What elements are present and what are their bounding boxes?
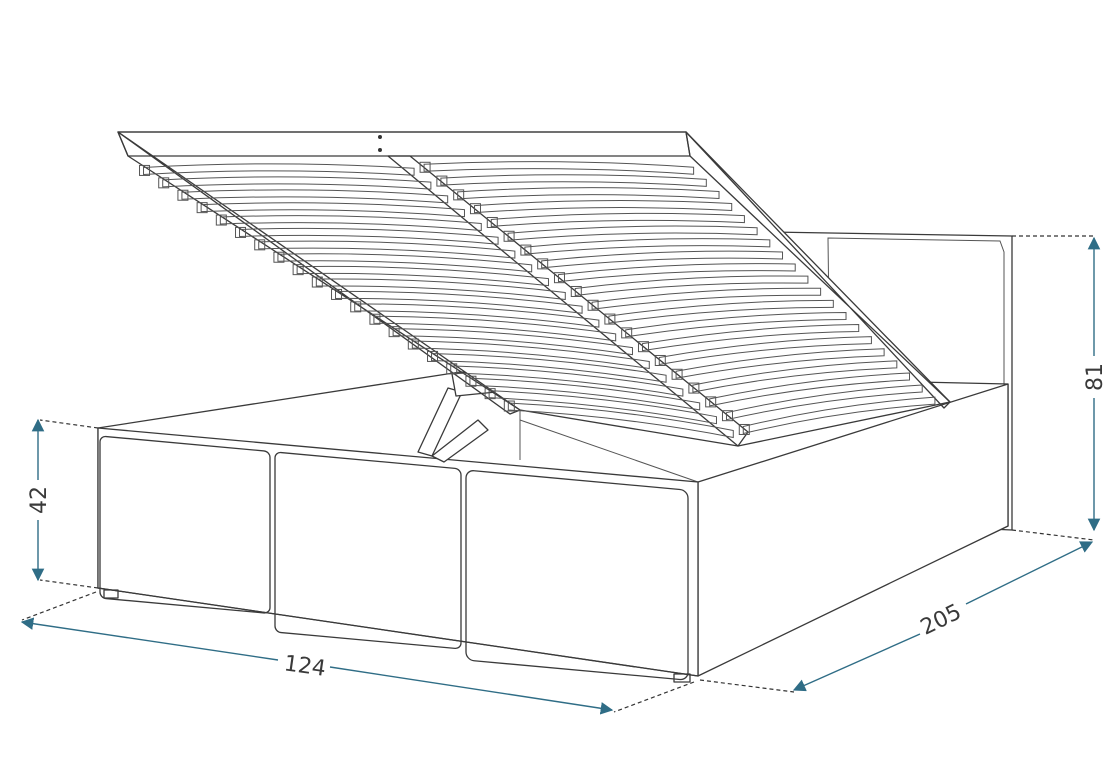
slat-holder-right-6 <box>503 230 515 242</box>
slat-holder-left-15 <box>407 338 419 350</box>
slat-holder-right-9 <box>553 272 565 284</box>
slat-holder-right-5 <box>486 216 498 228</box>
slat-holder-right-1 <box>419 161 431 173</box>
slat-right-10 <box>574 275 809 297</box>
slat-holder-left-2 <box>158 177 170 189</box>
slat-left-11 <box>335 290 583 314</box>
slat-holder-right-12 <box>604 313 616 325</box>
width-label: 124 <box>282 651 327 682</box>
slat-holder-left-13 <box>369 313 381 325</box>
slat-left-8 <box>277 253 533 273</box>
slat-left-17 <box>450 365 684 397</box>
slat-left-13 <box>373 315 617 342</box>
slat-left-7 <box>258 240 516 259</box>
slat-left-2 <box>162 176 432 190</box>
slat-left-5 <box>219 215 482 232</box>
slat-holder-right-19 <box>721 410 733 422</box>
slat-holder-left-18 <box>465 375 477 387</box>
slat-left-9 <box>296 265 549 287</box>
slat-holder-left-11 <box>331 288 343 300</box>
slatted-frame <box>117 131 951 447</box>
dimension-width: 124 <box>20 617 614 715</box>
slat-right-12 <box>608 299 834 324</box>
slat-holder-left-20 <box>503 400 515 412</box>
slat-holder-right-14 <box>637 341 649 353</box>
slat-holder-left-19 <box>484 388 496 400</box>
dimension-bed-height: 42 <box>27 418 52 582</box>
slat-holder-right-3 <box>453 189 465 201</box>
slat-right-9 <box>557 263 796 283</box>
slat-left-6 <box>239 227 499 245</box>
slat-holder-left-12 <box>350 301 362 313</box>
slat-holder-right-8 <box>537 258 549 270</box>
slat-left-18 <box>469 377 701 411</box>
slat-left-16 <box>431 352 667 383</box>
slat-left-3 <box>181 189 449 204</box>
slat-right-11 <box>591 287 822 310</box>
slat-right-18 <box>709 372 911 407</box>
slat-right-13 <box>625 311 847 338</box>
slat-left-12 <box>354 303 600 328</box>
slat-holder-left-3 <box>177 189 189 201</box>
slat-holder-left-14 <box>388 326 400 338</box>
bed-height-label: 42 <box>27 486 52 514</box>
slat-holder-left-9 <box>292 264 304 276</box>
slat-left-10 <box>315 278 566 301</box>
slat-left-14 <box>392 328 633 356</box>
slat-holder-right-18 <box>705 396 717 408</box>
slat-holder-left-16 <box>427 350 439 362</box>
slat-holder-left-1 <box>139 164 151 176</box>
slat-holder-right-4 <box>469 203 481 215</box>
slat-right-15 <box>658 336 872 366</box>
slat-left-1 <box>143 163 415 176</box>
slat-left-20 <box>507 402 734 439</box>
slat-right-17 <box>692 360 898 393</box>
slat-right-1 <box>423 161 695 175</box>
slat-right-5 <box>490 212 745 228</box>
slat-right-19 <box>725 384 923 421</box>
slat-holder-left-17 <box>446 363 458 375</box>
dimension-headboard-height: 81 <box>1083 236 1108 532</box>
headboard-height-label: 81 <box>1083 363 1108 391</box>
slat-holder-left-6 <box>235 226 247 238</box>
slat-holder-right-15 <box>654 354 666 366</box>
slat-holder-right-20 <box>738 423 750 435</box>
slat-holder-left-7 <box>254 239 266 251</box>
slat-right-3 <box>457 187 720 200</box>
slat-left-15 <box>411 340 650 370</box>
slat-holder-right-16 <box>671 368 683 380</box>
slat-right-7 <box>524 238 771 255</box>
slat-right-4 <box>473 200 733 214</box>
slat-left-19 <box>488 390 717 425</box>
slat-holder-right-2 <box>436 175 448 187</box>
slat-holder-right-7 <box>520 244 532 256</box>
slat-holder-right-17 <box>688 382 700 394</box>
slat-right-2 <box>440 174 707 187</box>
slat-holder-right-10 <box>570 285 582 297</box>
slat-right-16 <box>675 348 885 379</box>
slat-right-14 <box>641 324 860 352</box>
extension-lines <box>21 235 1095 713</box>
slat-holder-left-8 <box>273 251 285 263</box>
slat-left-4 <box>200 202 465 218</box>
slat-holder-left-5 <box>215 214 227 226</box>
slat-holder-left-10 <box>311 276 323 288</box>
slat-holder-right-11 <box>587 299 599 311</box>
slat-holder-right-13 <box>621 327 633 339</box>
length-label: 205 <box>917 600 966 641</box>
bed-foot-panels <box>97 427 699 683</box>
slat-right-6 <box>507 225 758 241</box>
slat-right-8 <box>541 250 784 269</box>
slat-right-20 <box>742 396 936 435</box>
slat-holder-left-4 <box>196 202 208 214</box>
